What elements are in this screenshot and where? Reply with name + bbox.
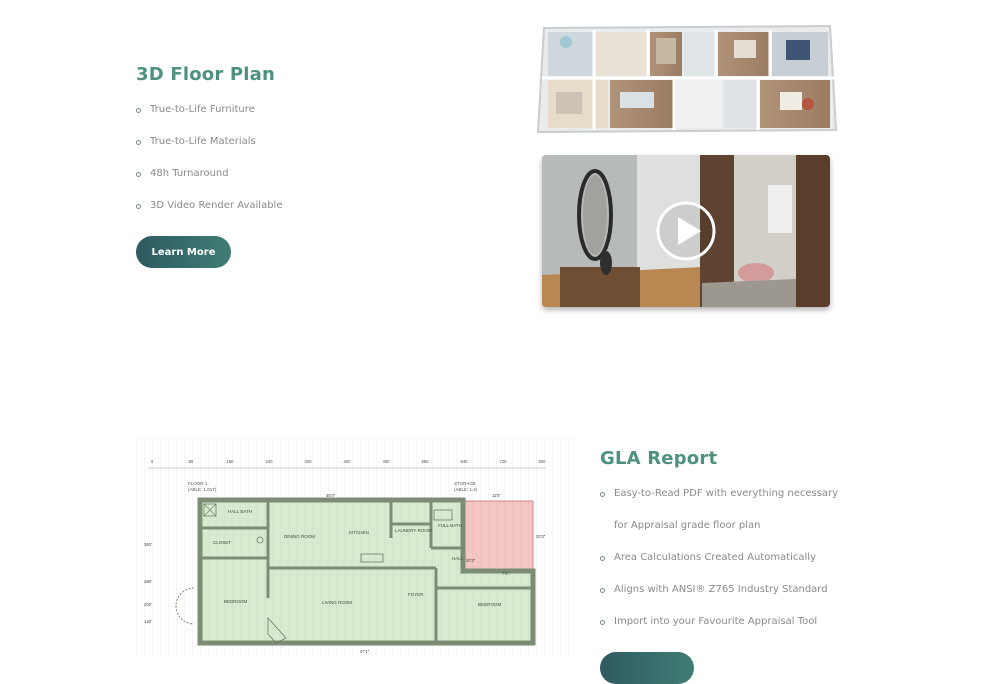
ruler-tick-label: 0 [151,459,154,464]
list-item-continuation: for Appraisal grade floor plan [614,520,761,531]
section-title-3d-floor-plan: 3D Floor Plan [136,64,275,85]
room-label: DINING ROOM [284,534,315,539]
room-label: LAUNDRY ROOM [395,528,432,533]
room-label: BEDROOM [224,599,248,604]
list-item: Easy-to-Read PDF with everything necessa… [600,478,838,510]
dimension-label: 47'1" [360,649,370,654]
room-label: CLOSET [213,540,231,545]
list-item: Area Calculations Created Automatically [600,542,838,574]
list-item: Import into your Favourite Appraisal Too… [600,606,838,638]
list-item: 3D Video Render Available [136,190,282,222]
video-thumbnail[interactable] [542,155,830,307]
ruler-tick-label: 80 [189,459,194,464]
dimension-label: 11'5" [492,493,501,498]
storage-area-label: (ABLE: 1.4) [454,487,478,492]
ruler-tick-label: 560 [422,459,430,464]
play-icon[interactable] [655,200,717,262]
side-mark: 280' [144,579,152,584]
side-mark: 120' [144,619,152,624]
feature-list-3d: True-to-Life Furniture True-to-Life Mate… [136,94,282,222]
storage-label: STORAGE [454,481,476,486]
3d-floor-plan-image [536,22,840,136]
house-footprint [197,497,536,646]
room-label: BEDROOM [478,602,502,607]
room-label: HALL BATH [228,509,252,514]
learn-more-button[interactable]: Learn More [136,236,231,268]
list-item: True-to-Life Materials [136,126,282,158]
side-mark: 360' [144,542,152,547]
list-item: 48h Turnaround [136,158,282,190]
list-item: Aligns with ANSI® Z765 Industry Standard [600,574,838,606]
side-mark: 200' [144,602,152,607]
gla-floor-plan-image: 0 80 160 240 320 400 480 560 640 720 800 FLOOR 1 (… [136,438,574,657]
room-label: LIVING ROOM [322,600,352,605]
feature-list-gla: Easy-to-Read PDF with everything necessa… [600,478,838,638]
ruler-tick-label: 640 [461,459,469,464]
ruler-tick-label: 800 [539,459,547,464]
ruler-tick-label: 480 [383,459,391,464]
list-item: True-to-Life Furniture [136,94,282,126]
storage-room [462,500,534,572]
dimension-label: 7'5" [502,571,509,576]
room-label: FULL BATH [438,523,462,528]
floor-label: FLOOR 1 [188,481,208,486]
dimension-label: 20'3" [466,558,476,563]
dimension-label: 20'3" [536,534,546,539]
room-label: KITCHEN [349,530,369,535]
room-label: HALL [452,556,464,561]
ruler-tick-label: 320 [305,459,313,464]
dimension-label: 45'4" [326,493,336,498]
section-title-gla-report: GLA Report [600,448,718,469]
ruler-tick-label: 720 [500,459,508,464]
ruler-tick-label: 240 [266,459,274,464]
ruler-tick-label: 400 [344,459,352,464]
floor-area-label: (ABLE: 1,017) [188,487,217,492]
room-label: FOYER [408,592,424,597]
ruler-tick-label: 160 [227,459,235,464]
